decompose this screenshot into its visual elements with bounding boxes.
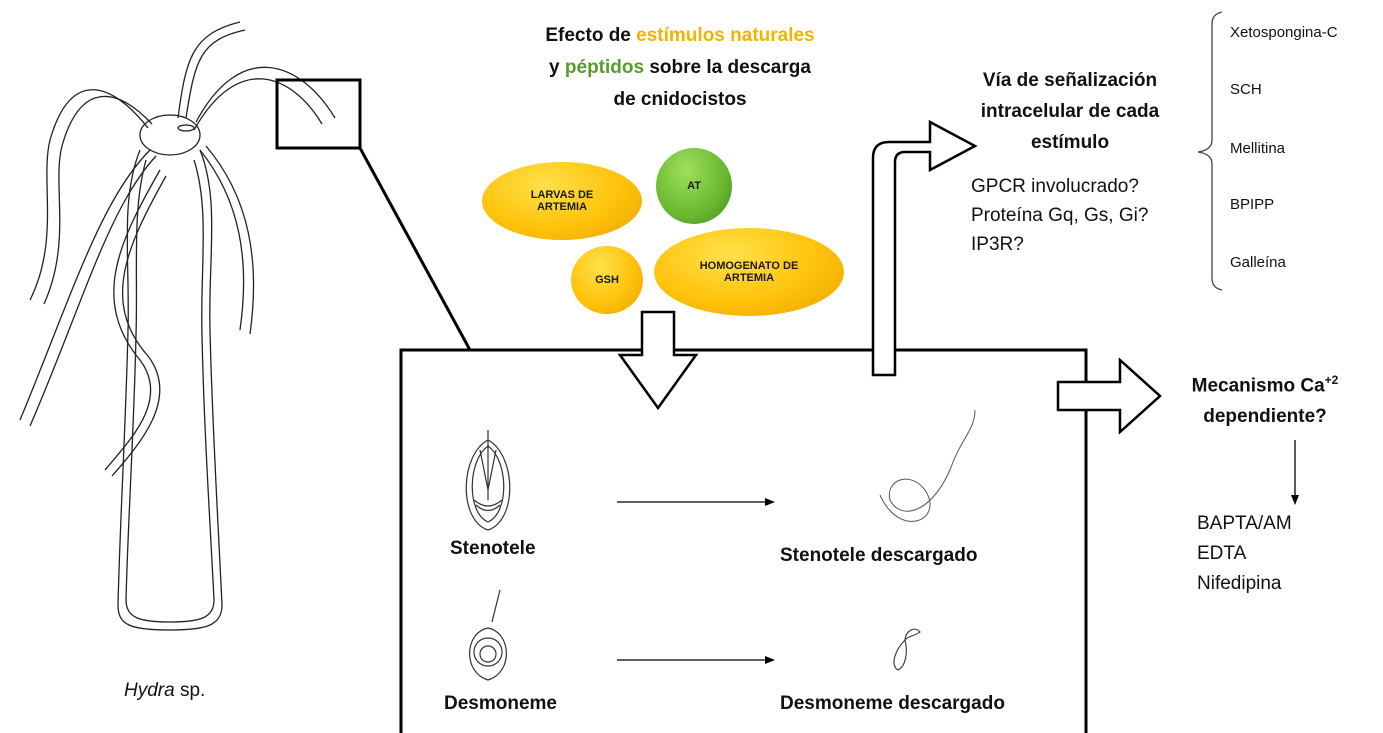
stimulus-at: AT: [656, 148, 732, 224]
inhibitor-bpipp: BPIPP: [1230, 196, 1275, 213]
zoom-connector: [358, 147, 472, 351]
inhibitor-sch: SCH: [1230, 81, 1262, 98]
inhibitor-galleina: Galleína: [1230, 254, 1286, 271]
label-stenotele-discharged: Stenotele descargado: [780, 545, 978, 566]
stimulus-gsh: GSH: [571, 246, 643, 314]
question-ip3r: IP3R?: [971, 234, 1024, 255]
blocker-bapta: BAPTA/AM: [1197, 513, 1292, 534]
right-arrow: [1056, 357, 1162, 435]
zoom-box: [275, 78, 362, 150]
hydra-illustration: [19, 21, 336, 631]
inhibitor-mellitina: Mellitina: [1230, 140, 1286, 157]
label-desmoneme: Desmoneme: [444, 693, 557, 714]
main-box: [399, 348, 1088, 733]
signaling-title: Vía de señalización intracelular de cada…: [980, 70, 1160, 153]
stenotele-discharged-drawing: [879, 409, 976, 522]
down-arrow: [617, 310, 699, 411]
calcium-title: Mecanismo Ca+2 dependiente?: [1191, 373, 1339, 428]
peptides-highlight: péptidos: [564, 57, 645, 78]
question-gpcr: GPCR involucrado?: [971, 176, 1139, 197]
natural-stimuli-highlight: estímulos naturales: [636, 25, 815, 46]
inhibitor-xetospongina: Xetospongina-C: [1230, 24, 1338, 41]
stimulus-homogenato: HOMOGENATO DE ARTEMIA: [654, 228, 844, 316]
diagram-title: Efecto de estímulos naturales y péptidos…: [545, 25, 815, 110]
desmoneme-drawing: [469, 589, 507, 681]
blocker-nifedipina: Nifedipina: [1197, 573, 1282, 594]
stimulus-larvas-artemia: LARVAS DE ARTEMIA: [482, 162, 642, 240]
blocker-edta: EDTA: [1197, 543, 1247, 564]
bent-arrow: [871, 119, 978, 377]
label-desmoneme-discharged: Desmoneme descargado: [780, 693, 1005, 714]
label-stenotele: Stenotele: [450, 538, 536, 559]
hydra-label: Hydra sp.: [124, 680, 206, 701]
stenotele-drawing: [465, 430, 511, 531]
question-protein: Proteína Gq, Gs, Gi?: [971, 205, 1149, 226]
brace: [1197, 11, 1223, 291]
desmoneme-discharged-drawing: [893, 628, 921, 671]
